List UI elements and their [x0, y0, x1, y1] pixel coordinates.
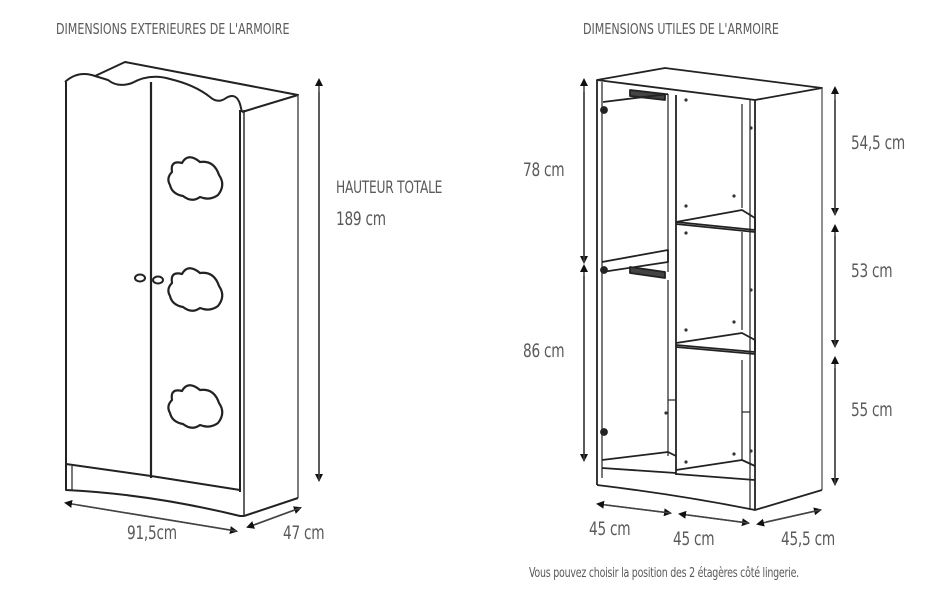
- right-middle-height: 53 cm: [851, 260, 893, 282]
- interior-dimension-arrows: [580, 78, 839, 527]
- total-height-value: 189 cm: [336, 208, 386, 230]
- right-bottom-height: 55 cm: [851, 399, 893, 421]
- bottom-right-depth: 45,5 cm: [781, 528, 835, 550]
- shelf-position-note: Vous pouvez choisir la position des 2 ét…: [529, 565, 799, 581]
- exterior-dimension-arrows: [64, 78, 323, 534]
- interior-wardrobe-drawing: [596, 67, 823, 511]
- bottom-left-width: 45 cm: [589, 518, 631, 540]
- depth-value: 47 cm: [283, 522, 325, 544]
- exterior-dimensions-title: DIMENSIONS EXTERIEURES DE L'ARMOIRE: [56, 20, 290, 38]
- interior-dimensions-title: DIMENSIONS UTILES DE L'ARMOIRE: [583, 20, 779, 38]
- exterior-wardrobe-drawing: [64, 61, 299, 517]
- left-lower-height: 86 cm: [523, 340, 565, 362]
- cloud-decoration: [167, 156, 224, 429]
- bottom-middle-width: 45 cm: [673, 528, 715, 550]
- width-value: 91,5cm: [127, 522, 177, 544]
- left-upper-height: 78 cm: [523, 159, 565, 181]
- right-top-height: 54,5 cm: [851, 132, 905, 154]
- total-height-label: HAUTEUR TOTALE: [336, 178, 443, 198]
